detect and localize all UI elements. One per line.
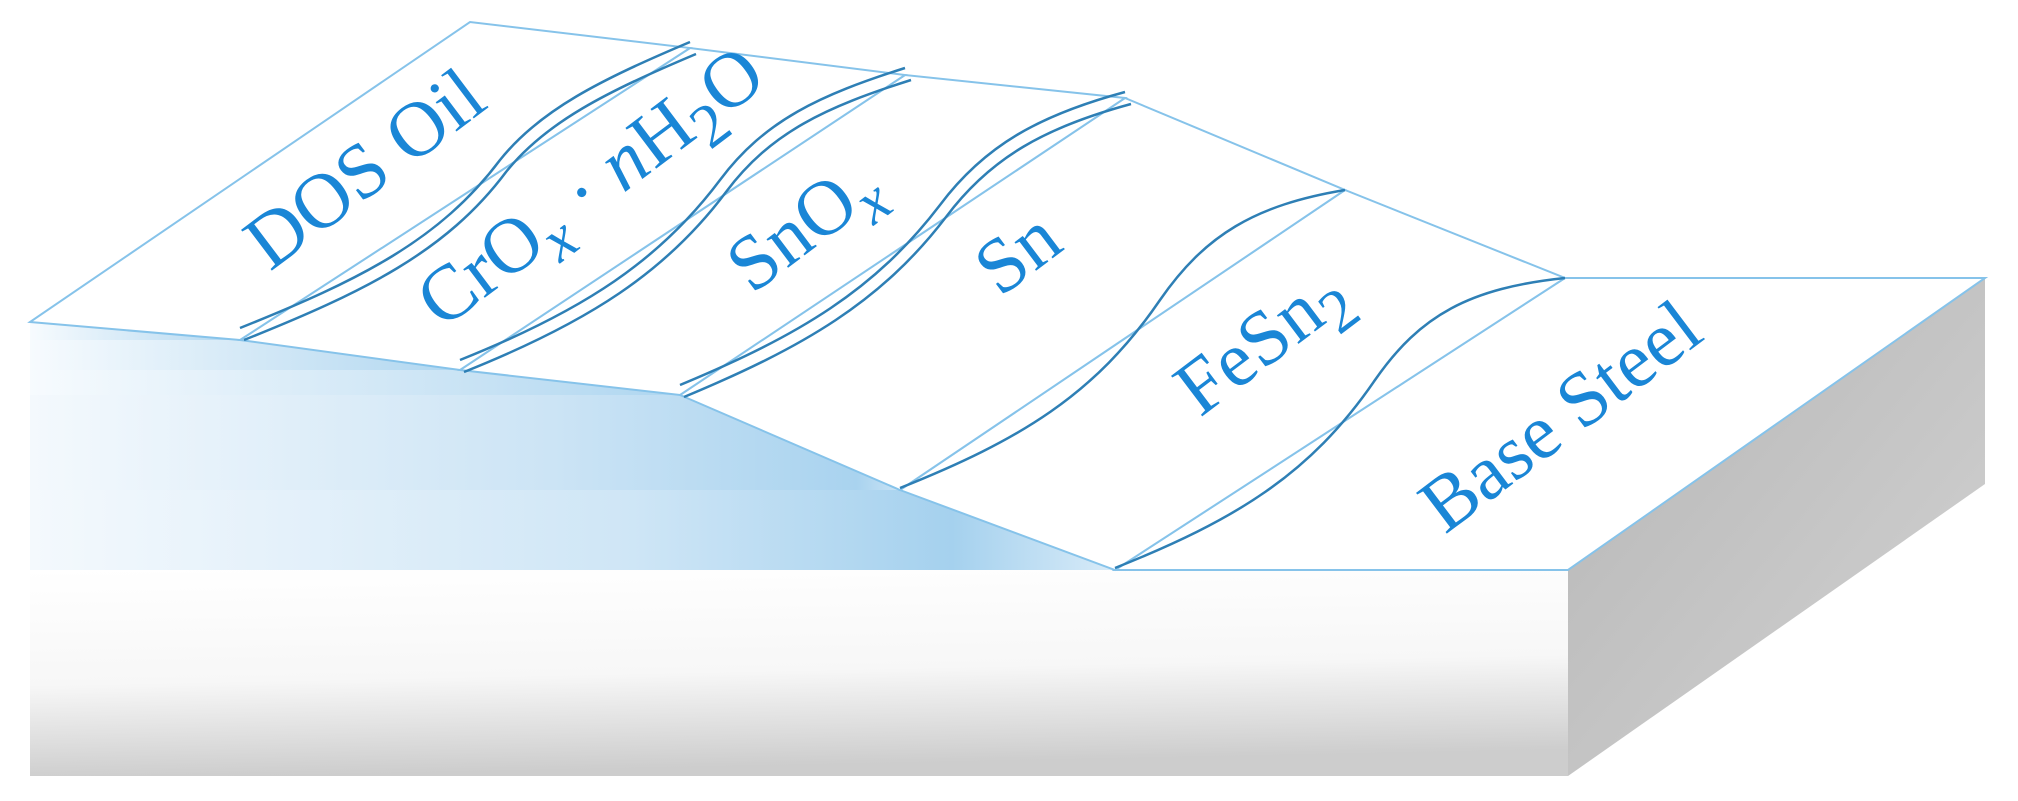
boundary-curve-2b — [463, 78, 912, 374]
boundary-curve-1 — [239, 40, 691, 330]
steel-side-face — [1568, 278, 1985, 776]
boundary-curve-3b — [683, 102, 1132, 399]
boundary-curve-3 — [679, 90, 1126, 387]
boundary-curve-1b — [243, 52, 697, 342]
steel-front-face — [30, 570, 1568, 776]
boundary-curve-2 — [459, 66, 906, 362]
boundary-curve-4 — [899, 188, 1346, 490]
boundary-curve-5 — [1114, 276, 1566, 570]
dos-oil-layer-top — [27, 20, 693, 342]
